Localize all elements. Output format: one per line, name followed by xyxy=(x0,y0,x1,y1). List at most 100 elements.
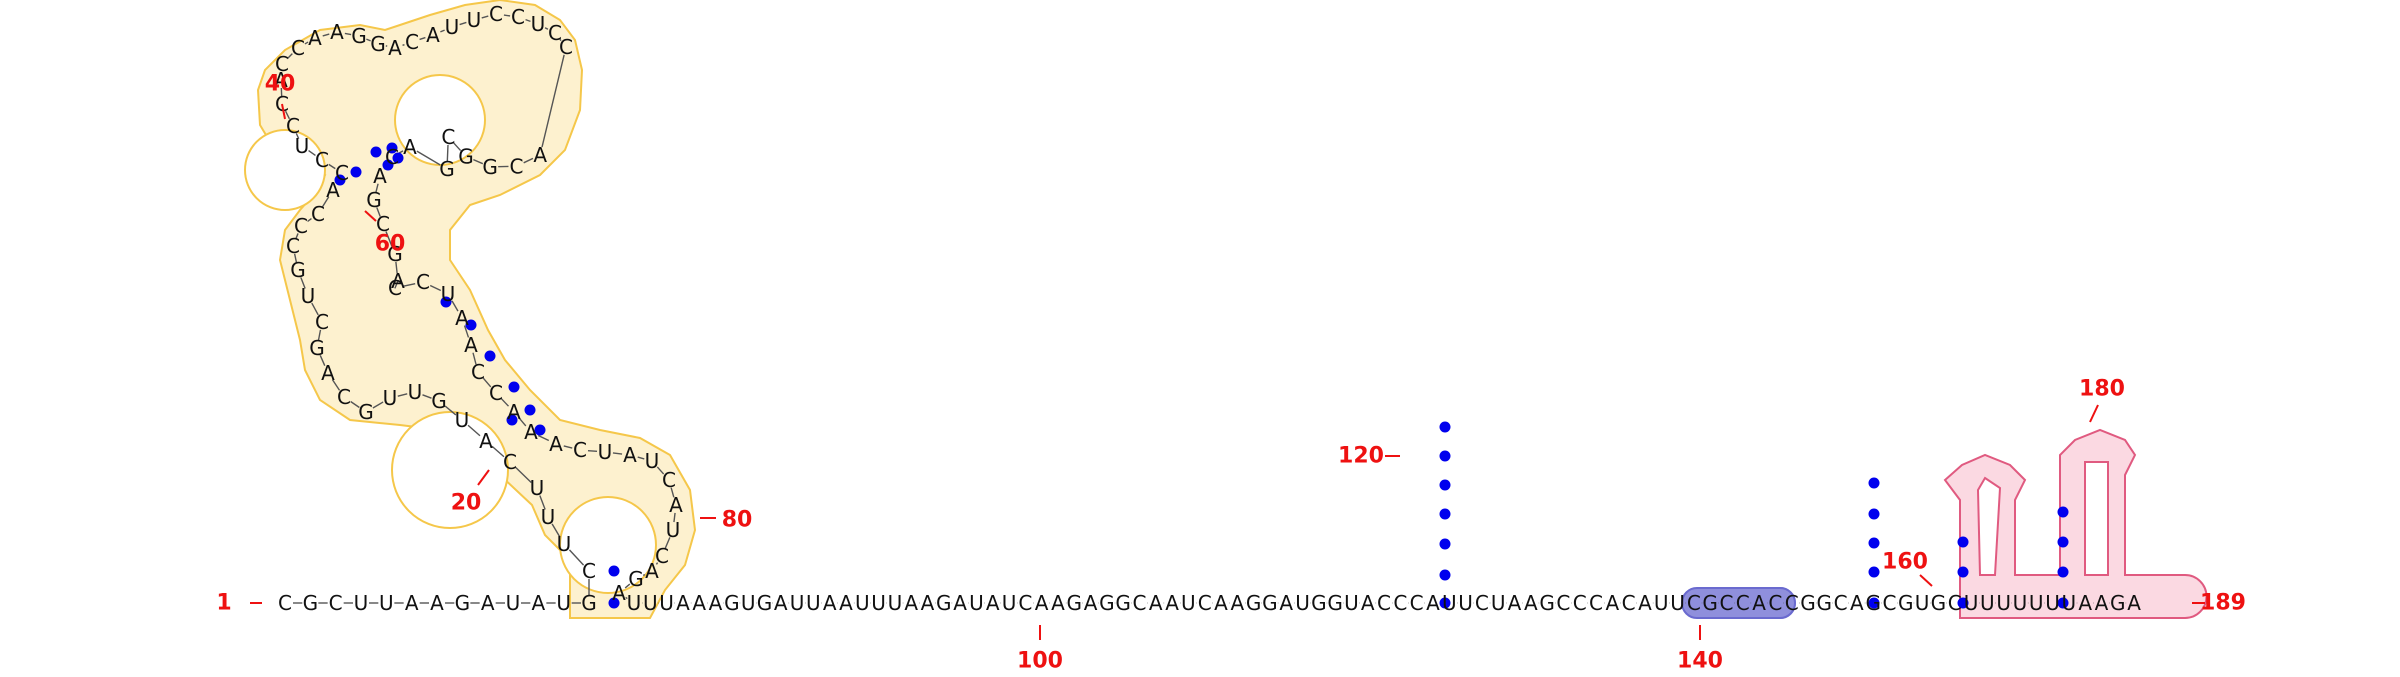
base-pair-dot xyxy=(1439,421,1451,433)
nucleotide: C xyxy=(275,52,289,76)
nucleotide: G xyxy=(581,591,597,615)
backbone-link xyxy=(518,417,527,427)
backbone-link xyxy=(293,253,298,263)
base-pair-dot xyxy=(2057,566,2069,578)
nucleotide: U xyxy=(1458,591,1473,615)
nucleotide: A xyxy=(986,591,1000,615)
position-number-1: 1 xyxy=(216,591,231,616)
backbone-link xyxy=(317,329,322,341)
position-number-60: 60 xyxy=(375,232,406,257)
nucleotide: G xyxy=(351,24,367,48)
nucleotide: G xyxy=(387,242,403,266)
backbone-link xyxy=(463,325,470,338)
nucleotide: A xyxy=(2078,591,2092,615)
nucleotide: A xyxy=(1051,591,1065,615)
nucleotide: A xyxy=(388,36,402,60)
backbone-link xyxy=(656,466,665,475)
position-number-180: 180 xyxy=(2079,377,2125,402)
nucleotide: G xyxy=(455,591,471,615)
backbone-link xyxy=(587,449,598,453)
nucleotide: C xyxy=(1410,591,1424,615)
backbone-link xyxy=(655,562,659,565)
nucleotide: U xyxy=(1344,591,1359,615)
backbone-link xyxy=(416,150,441,166)
nucleotide: A xyxy=(1638,591,1652,615)
backbone-link xyxy=(459,21,467,26)
backbone-link xyxy=(429,284,442,292)
backbone-link xyxy=(473,158,484,165)
nucleotides: CGCUUAAGAUAUGCUUUCAUGUUGCAGCUGCCCACCUCCA… xyxy=(274,2,2141,615)
nucleotide: A xyxy=(823,591,837,615)
nucleotide: G xyxy=(1262,591,1278,615)
nucleotide: C xyxy=(291,36,305,60)
nucleotide: U xyxy=(643,591,658,615)
yellow-domain-interior-2 xyxy=(393,74,487,166)
backbone-link xyxy=(481,15,489,19)
nucleotide: C xyxy=(582,559,596,583)
backbone-link xyxy=(451,300,459,312)
nucleotide: G xyxy=(439,157,455,181)
backbone-link xyxy=(402,44,405,46)
nucleotide: C xyxy=(559,35,573,59)
nucleotide: U xyxy=(598,440,613,464)
nucleotide: A xyxy=(1149,591,1163,615)
nucleotide: G xyxy=(1115,591,1131,615)
nucleotide: U xyxy=(888,591,903,615)
yellow-domain-highlight xyxy=(256,0,697,619)
nucleotide: G xyxy=(290,258,306,282)
nucleotide: A xyxy=(330,20,344,44)
nucleotide: A xyxy=(676,591,690,615)
nucleotide: C xyxy=(315,310,329,334)
backbone-link xyxy=(440,29,445,33)
nucleotide: A xyxy=(669,493,683,517)
backbone-link xyxy=(375,183,379,193)
base-pair-dot xyxy=(440,296,452,308)
nucleotide: U xyxy=(1295,591,1310,615)
yellow-domain-interior-3 xyxy=(243,129,327,211)
nucleotide: C xyxy=(286,114,300,138)
nucleotide: G xyxy=(366,188,382,212)
base-pair-dot xyxy=(508,381,520,393)
nucleotide: A xyxy=(455,306,469,330)
position-tick xyxy=(281,103,286,120)
nucleotide: G xyxy=(370,32,386,56)
backbone-link xyxy=(295,133,300,139)
nucleotide: U xyxy=(1181,591,1196,615)
nucleotide: G xyxy=(1311,591,1327,615)
base-pair-dot xyxy=(1439,450,1451,462)
nucleotide: A xyxy=(774,591,788,615)
base-pair-dot xyxy=(392,152,404,164)
backbone-link xyxy=(568,549,585,566)
nucleotide: G xyxy=(458,144,474,168)
nucleotide: G xyxy=(1931,591,1947,615)
nucleotide: C xyxy=(385,145,399,169)
backbone-link xyxy=(491,445,505,458)
base-pair-dot xyxy=(1439,508,1451,520)
nucleotide: C xyxy=(1377,591,1391,615)
nucleotide: C xyxy=(441,125,455,149)
nucleotide: A xyxy=(1605,591,1619,615)
position-tick xyxy=(477,469,490,486)
nucleotide: A xyxy=(426,23,440,47)
nucleotide: U xyxy=(541,505,556,529)
nucleotide: U xyxy=(645,449,660,473)
nucleotide: U xyxy=(506,591,521,615)
nucleotide: A xyxy=(953,591,967,615)
backbone-link xyxy=(446,144,449,162)
nucleotide: A xyxy=(904,591,918,615)
nucleotide: A xyxy=(274,68,288,92)
domain-highlights xyxy=(243,0,2208,620)
base-pair-dot xyxy=(1439,538,1451,550)
nucleotide: U xyxy=(445,15,460,39)
nucleotide: G xyxy=(1327,591,1343,615)
base-pair-dot xyxy=(370,146,382,158)
nucleotide: C xyxy=(489,2,503,26)
nucleotide: G xyxy=(628,567,644,591)
nucleotide: G xyxy=(1099,591,1115,615)
backbone-link xyxy=(376,207,381,217)
backbone-link xyxy=(385,231,393,247)
position-number-20: 20 xyxy=(451,491,482,516)
nucleotide: G xyxy=(1702,591,1718,615)
backbone-link xyxy=(537,434,550,442)
